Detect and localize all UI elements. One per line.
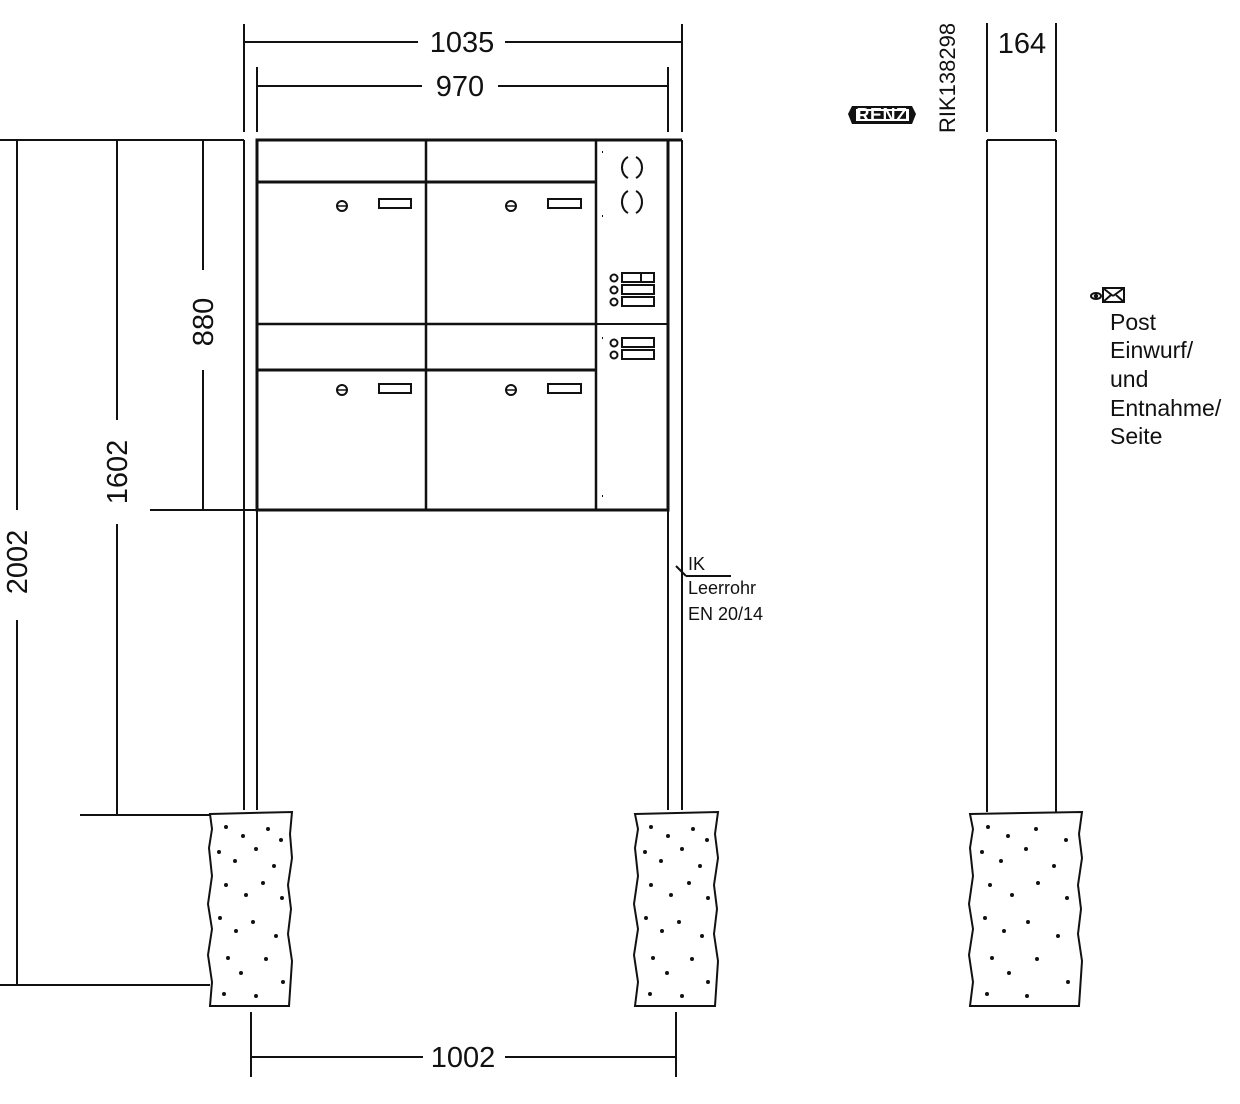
dimension-total-height-label: 2002 [2,530,34,595]
side-foundation [967,810,1084,1007]
dimension-mount-height-label: 1602 [102,440,134,505]
speaker-grille-icon [602,151,643,217]
side-note-line-3: und [1110,366,1148,392]
dimension-side-depth-label: 164 [998,28,1046,60]
left-foundation [206,810,294,1007]
eye-envelope-icon [1090,287,1125,303]
side-note-line-4: Entnahme/ [1110,395,1222,421]
dimension-total-width [243,24,683,132]
dimension-total-width-label: 1035 [430,27,495,59]
side-note-line-1: Post [1110,309,1157,335]
foundation-aggregate-dots [217,825,1070,998]
renz-logo: RENZ [848,105,916,125]
renz-logo-text: RENZ [857,105,908,125]
dimension-foundation-spacing-label: 1002 [431,1042,496,1074]
cable-note-line-1: IK [688,554,705,574]
cable-note-line-3: EN 20/14 [688,604,763,624]
dimension-total-height [0,139,244,986]
cable-note-line-2: Leerrohr [688,578,756,598]
dimension-module-width [256,67,669,132]
mailbox-door-1 [336,198,412,212]
dimension-foundation-spacing [250,1012,677,1077]
bell-button-icon [602,272,655,497]
dimension-front-height-label: 880 [188,298,220,346]
side-note-line-2: Einwurf/ [1110,337,1194,363]
cable-callout [675,565,731,577]
mailbox-door-2 [505,198,582,212]
mailbox-door-3 [336,383,412,396]
mailbox-front-view [243,138,683,810]
dimension-module-width-label: 970 [436,71,484,103]
side-view [986,23,1057,812]
product-code: RIK138298 [935,23,960,133]
right-foundation [632,810,720,1007]
side-note-line-5: Seite [1110,423,1162,449]
mailbox-door-4 [505,383,582,396]
